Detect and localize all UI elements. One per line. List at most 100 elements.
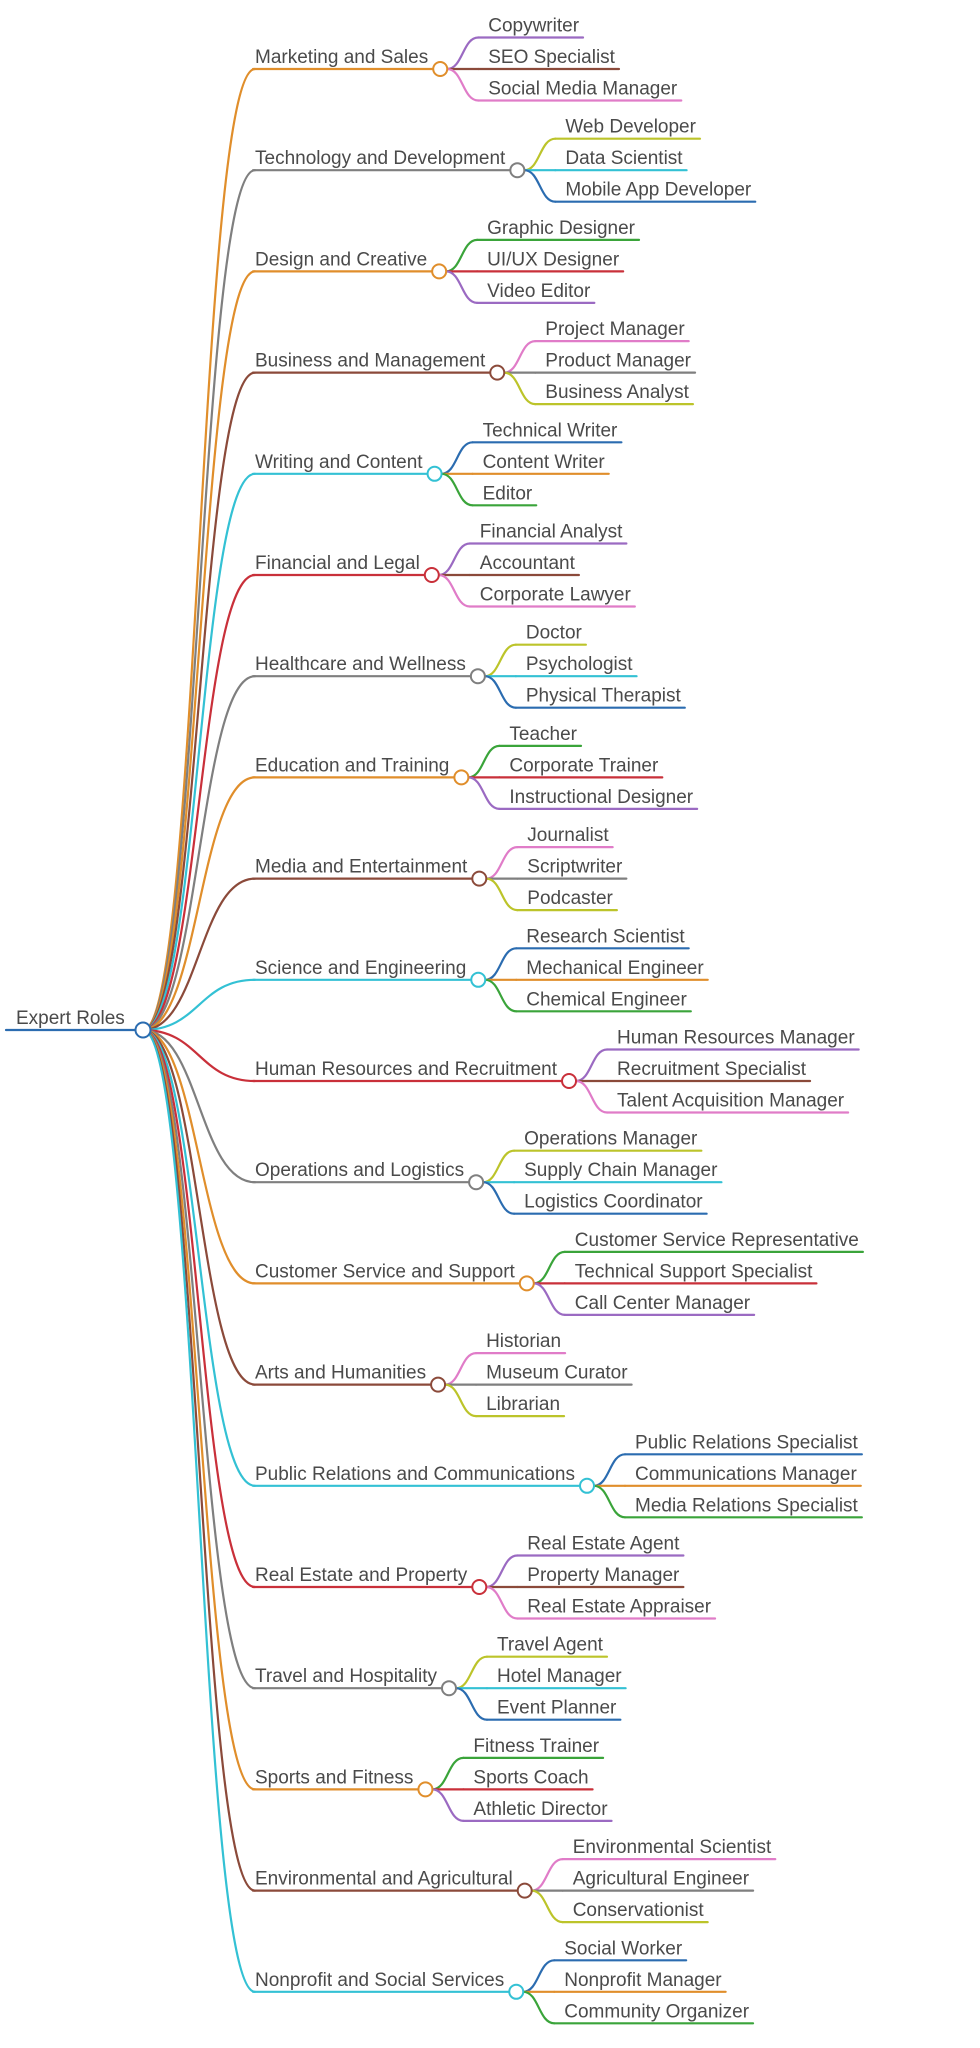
branch-toggle[interactable] — [561, 1073, 578, 1089]
child-label[interactable]: Copywriter — [488, 16, 579, 37]
child-label[interactable]: Customer Service Representative — [575, 1230, 859, 1251]
branch-toggle[interactable] — [417, 1781, 434, 1798]
root-toggle[interactable] — [134, 1021, 152, 1039]
child-label[interactable]: Real Estate Agent — [527, 1534, 680, 1555]
child-label[interactable]: Sports Coach — [473, 1767, 588, 1788]
branch-label[interactable]: Customer Service and Support — [255, 1261, 516, 1282]
child-label[interactable]: Travel Agent — [497, 1635, 604, 1656]
child-label[interactable]: Hotel Manager — [497, 1666, 622, 1687]
branch-toggle[interactable] — [453, 769, 470, 786]
child-label[interactable]: Instructional Designer — [509, 787, 693, 808]
child-label[interactable]: Recruitment Specialist — [617, 1059, 807, 1080]
child-label[interactable]: UI/UX Designer — [487, 249, 620, 270]
child-label[interactable]: Research Scientist — [526, 926, 685, 947]
branch-toggle[interactable] — [470, 971, 487, 988]
branch-label[interactable]: Travel and Hospitality — [255, 1666, 437, 1687]
child-label[interactable]: Psychologist — [526, 654, 633, 675]
child-label[interactable]: Accountant — [480, 553, 576, 574]
child-label[interactable]: Corporate Trainer — [509, 755, 659, 776]
child-label[interactable]: Technical Writer — [483, 420, 618, 441]
branch-label[interactable]: Arts and Humanities — [255, 1363, 426, 1384]
branch-label[interactable]: Science and Engineering — [255, 958, 466, 979]
child-label[interactable]: Communications Manager — [635, 1464, 857, 1485]
child-label[interactable]: Public Relations Specialist — [635, 1432, 859, 1453]
child-label[interactable]: Mobile App Developer — [565, 180, 752, 201]
child-label[interactable]: Social Worker — [564, 1938, 683, 1959]
branch-toggle[interactable] — [509, 162, 526, 179]
branch-toggle[interactable] — [579, 1477, 595, 1494]
child-label[interactable]: Call Center Manager — [575, 1293, 751, 1314]
child-label[interactable]: Talent Acquisition Manager — [617, 1091, 845, 1112]
child-label[interactable]: Librarian — [486, 1394, 560, 1415]
child-label[interactable]: Media Relations Specialist — [635, 1495, 859, 1516]
branch-toggle[interactable] — [516, 1882, 533, 1899]
child-label[interactable]: Doctor — [526, 623, 583, 644]
child-label[interactable]: Community Organizer — [564, 2001, 749, 2022]
branch-label[interactable]: Sports and Fitness — [255, 1767, 413, 1788]
child-label[interactable]: Social Media Manager — [488, 79, 678, 100]
child-label[interactable]: Human Resources Manager — [617, 1028, 855, 1049]
child-label[interactable]: Data Scientist — [565, 148, 683, 169]
child-label[interactable]: Journalist — [527, 825, 609, 846]
child-label[interactable]: Operations Manager — [524, 1129, 698, 1150]
branch-label[interactable]: Human Resources and Recruitment — [255, 1059, 558, 1080]
child-label[interactable]: Financial Analyst — [480, 522, 623, 543]
branch-label[interactable]: Public Relations and Communications — [255, 1464, 575, 1485]
branch-toggle[interactable] — [518, 1275, 535, 1292]
child-label[interactable]: Athletic Director — [473, 1799, 608, 1820]
child-label[interactable]: Historian — [486, 1331, 561, 1352]
branch-label[interactable]: Technology and Development — [255, 148, 506, 169]
branch-label[interactable]: Education and Training — [255, 755, 449, 776]
child-label[interactable]: Fitness Trainer — [473, 1736, 599, 1757]
child-label[interactable]: Museum Curator — [486, 1363, 628, 1384]
branch-label[interactable]: Financial and Legal — [255, 553, 420, 574]
child-label[interactable]: Graphic Designer — [487, 218, 636, 239]
branch-toggle[interactable] — [469, 668, 486, 685]
child-label[interactable]: SEO Specialist — [488, 47, 615, 68]
child-label[interactable]: Agricultural Engineer — [573, 1869, 750, 1890]
branch-label[interactable]: Writing and Content — [255, 452, 423, 473]
branch-toggle[interactable] — [508, 1983, 525, 2000]
child-label[interactable]: Technical Support Specialist — [575, 1261, 813, 1282]
branch-toggle[interactable] — [471, 1579, 488, 1595]
branch-label[interactable]: Healthcare and Wellness — [255, 654, 466, 675]
branch-toggle[interactable] — [489, 364, 506, 381]
child-label[interactable]: Supply Chain Manager — [524, 1160, 718, 1181]
branch-label[interactable]: Nonprofit and Social Services — [255, 1970, 504, 1991]
branch-toggle[interactable] — [432, 61, 449, 77]
branch-toggle[interactable] — [426, 465, 443, 482]
child-label[interactable]: Property Manager — [527, 1565, 680, 1586]
branch-label[interactable]: Real Estate and Property — [255, 1565, 468, 1586]
child-label[interactable]: Product Manager — [545, 351, 691, 372]
child-label[interactable]: Video Editor — [487, 281, 591, 302]
child-label[interactable]: Event Planner — [497, 1698, 617, 1719]
child-label[interactable]: Environmental Scientist — [573, 1837, 772, 1858]
child-label[interactable]: Logistics Coordinator — [524, 1192, 703, 1213]
child-label[interactable]: Nonprofit Manager — [564, 1970, 722, 1991]
child-label[interactable]: Editor — [483, 483, 533, 504]
child-label[interactable]: Project Manager — [545, 319, 685, 340]
branch-toggle[interactable] — [423, 567, 440, 583]
branch-toggle[interactable] — [430, 1376, 447, 1393]
branch-toggle[interactable] — [468, 1174, 485, 1191]
branch-label[interactable]: Marketing and Sales — [255, 47, 428, 68]
child-label[interactable]: Podcaster — [527, 888, 613, 909]
child-label[interactable]: Chemical Engineer — [526, 989, 687, 1010]
branch-toggle[interactable] — [471, 870, 488, 887]
child-label[interactable]: Conservationist — [573, 1900, 705, 1921]
child-label[interactable]: Real Estate Appraiser — [527, 1597, 711, 1618]
child-label[interactable]: Content Writer — [483, 452, 606, 473]
branch-label[interactable]: Design and Creative — [255, 249, 427, 270]
child-label[interactable]: Teacher — [509, 724, 577, 745]
branch-label[interactable]: Business and Management — [255, 351, 486, 372]
branch-toggle[interactable] — [440, 1680, 457, 1697]
child-label[interactable]: Physical Therapist — [526, 686, 682, 707]
child-label[interactable]: Business Analyst — [545, 382, 689, 403]
branch-label[interactable]: Media and Entertainment — [255, 857, 468, 878]
branch-toggle[interactable] — [431, 263, 448, 280]
branch-label[interactable]: Environmental and Agricultural — [255, 1869, 513, 1890]
child-label[interactable]: Corporate Lawyer — [480, 585, 632, 606]
child-label[interactable]: Web Developer — [565, 117, 696, 138]
branch-label[interactable]: Operations and Logistics — [255, 1160, 464, 1181]
child-label[interactable]: Scriptwriter — [527, 857, 623, 878]
